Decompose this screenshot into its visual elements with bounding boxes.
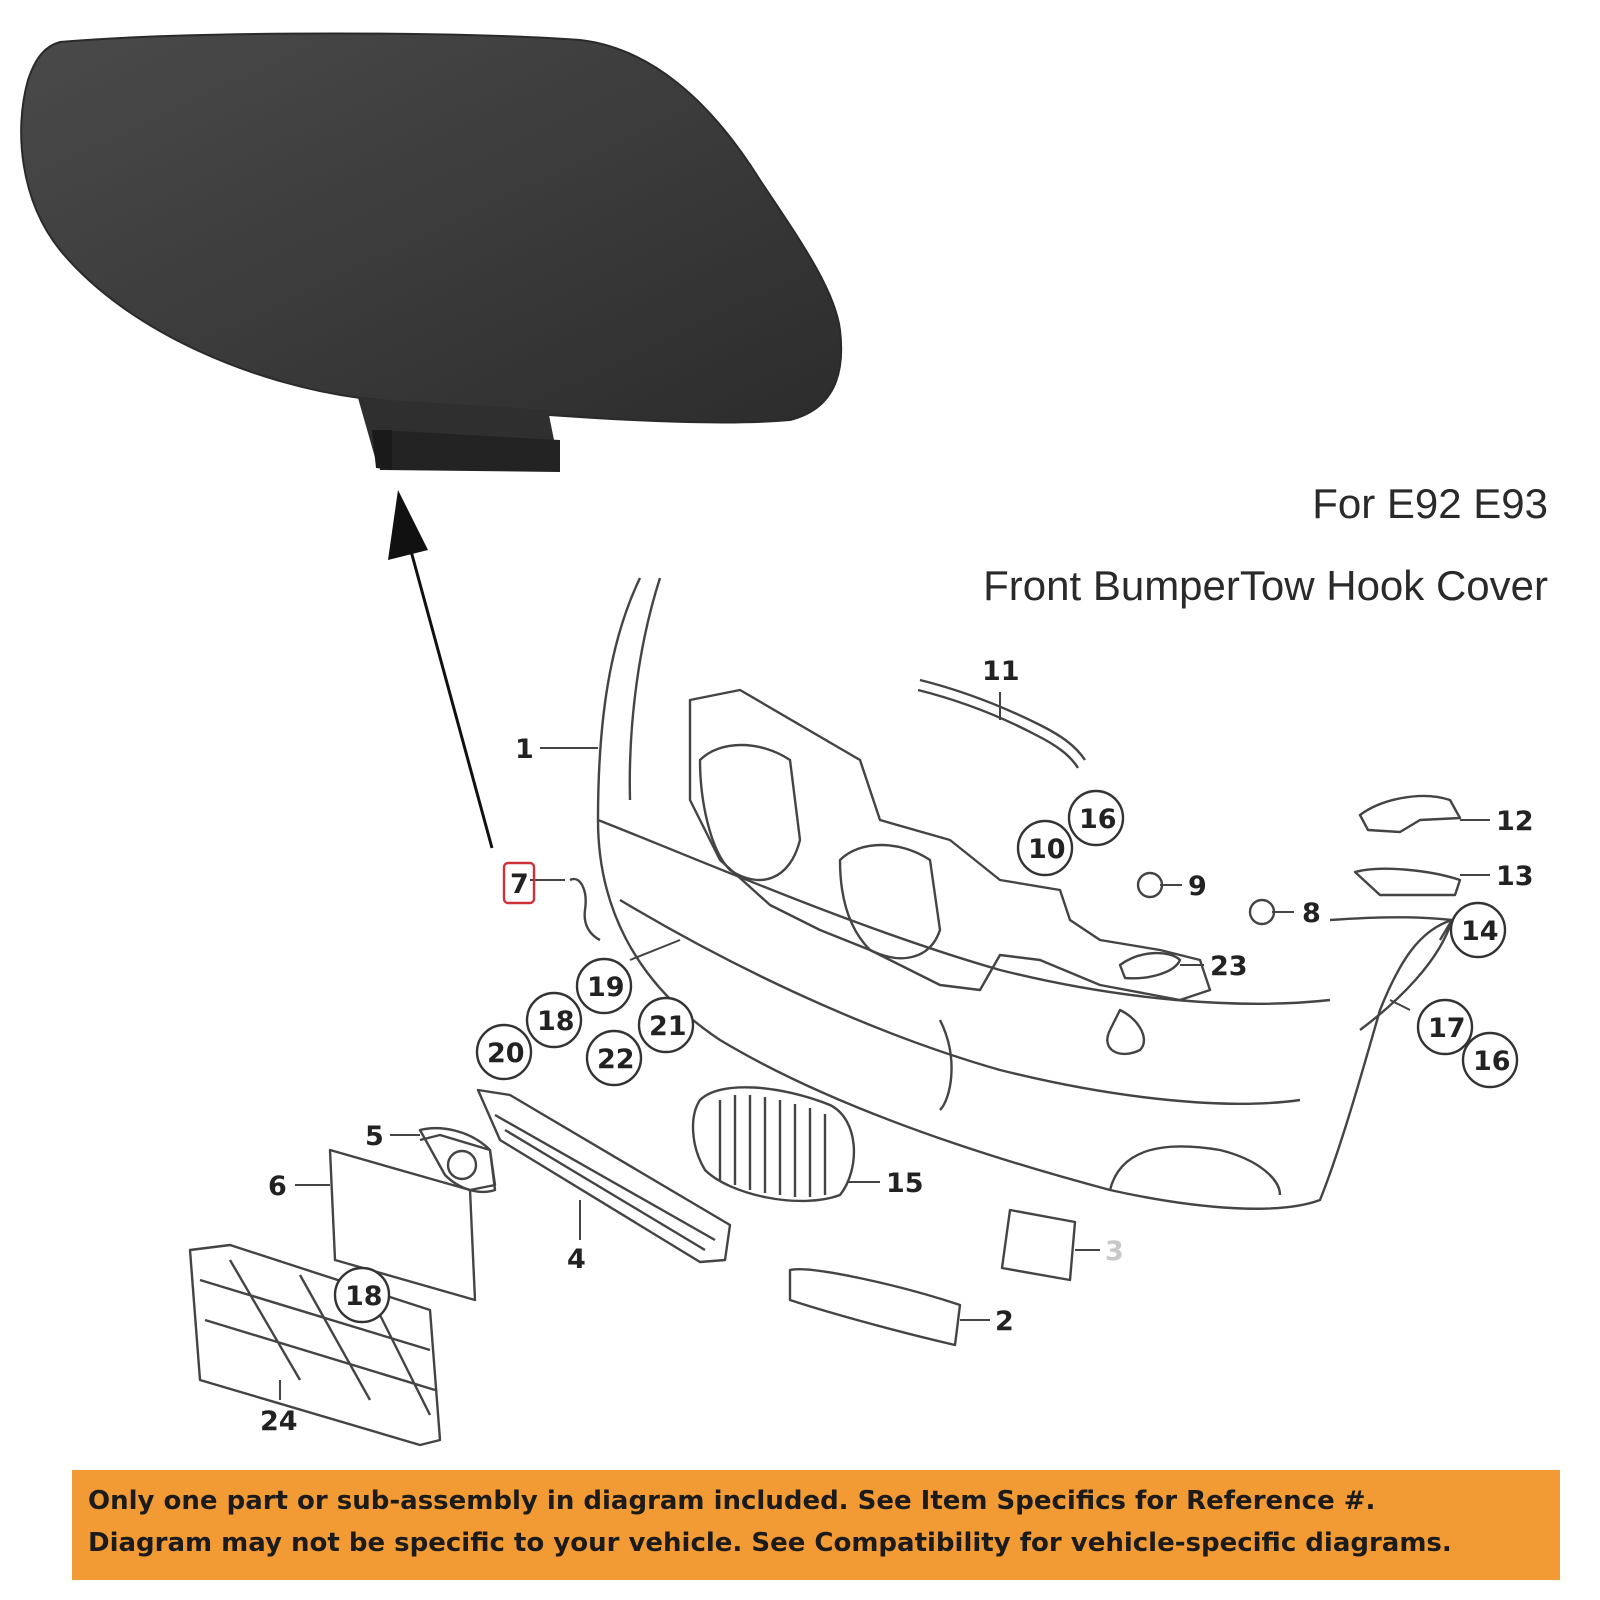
callout-5: 5: [365, 1121, 384, 1152]
callout-18b: 18: [345, 1281, 383, 1312]
callout-2: 2: [995, 1306, 1014, 1337]
callout-7: 7: [510, 869, 529, 900]
callout-3: 3: [1105, 1236, 1124, 1267]
callout-1: 1: [515, 734, 534, 765]
callout-10: 10: [1028, 834, 1066, 865]
callout-14: 14: [1461, 916, 1499, 947]
callout-16b: 16: [1473, 1046, 1511, 1077]
highlight-box-7: [502, 861, 536, 905]
bumper-assembly-lineart: [188, 577, 1462, 1447]
callout-20: 20: [487, 1038, 525, 1069]
callout-8: 8: [1302, 898, 1321, 929]
callout-11: 11: [982, 656, 1020, 687]
callout-15: 15: [886, 1168, 924, 1199]
callout-13: 13: [1496, 861, 1534, 892]
disclaimer-banner: Only one part or sub-assembly in diagram…: [72, 1470, 1560, 1580]
callout-22: 22: [597, 1044, 635, 1075]
heading-model: For E92 E93: [1312, 480, 1548, 527]
tow-hook-cover-image: [20, 32, 843, 472]
callout-23: 23: [1210, 951, 1248, 982]
heading-part-name: Front BumperTow Hook Cover: [983, 562, 1548, 609]
callout-9: 9: [1188, 871, 1207, 902]
callout-18a: 18: [537, 1006, 575, 1037]
callout-16a: 16: [1079, 804, 1117, 835]
callout-6: 6: [268, 1171, 287, 1202]
callout-4: 4: [567, 1244, 586, 1275]
callout-17: 17: [1428, 1013, 1466, 1044]
callout-19: 19: [587, 972, 625, 1003]
disclaimer-line-2: Diagram may not be specific to your vehi…: [88, 1528, 1452, 1558]
callout-12: 12: [1496, 806, 1534, 837]
callout-24: 24: [260, 1406, 298, 1437]
disclaimer-line-1: Only one part or sub-assembly in diagram…: [88, 1486, 1376, 1516]
callout-labels: 1 2 3 4 5 6 7 8 9 10 11 12 13 14 15 16 1…: [260, 656, 1534, 1437]
arrow-to-cover: [388, 490, 494, 849]
circled-callouts: [333, 789, 1519, 1324]
callout-21: 21: [649, 1011, 687, 1042]
leader-lines: [279, 692, 1490, 1400]
